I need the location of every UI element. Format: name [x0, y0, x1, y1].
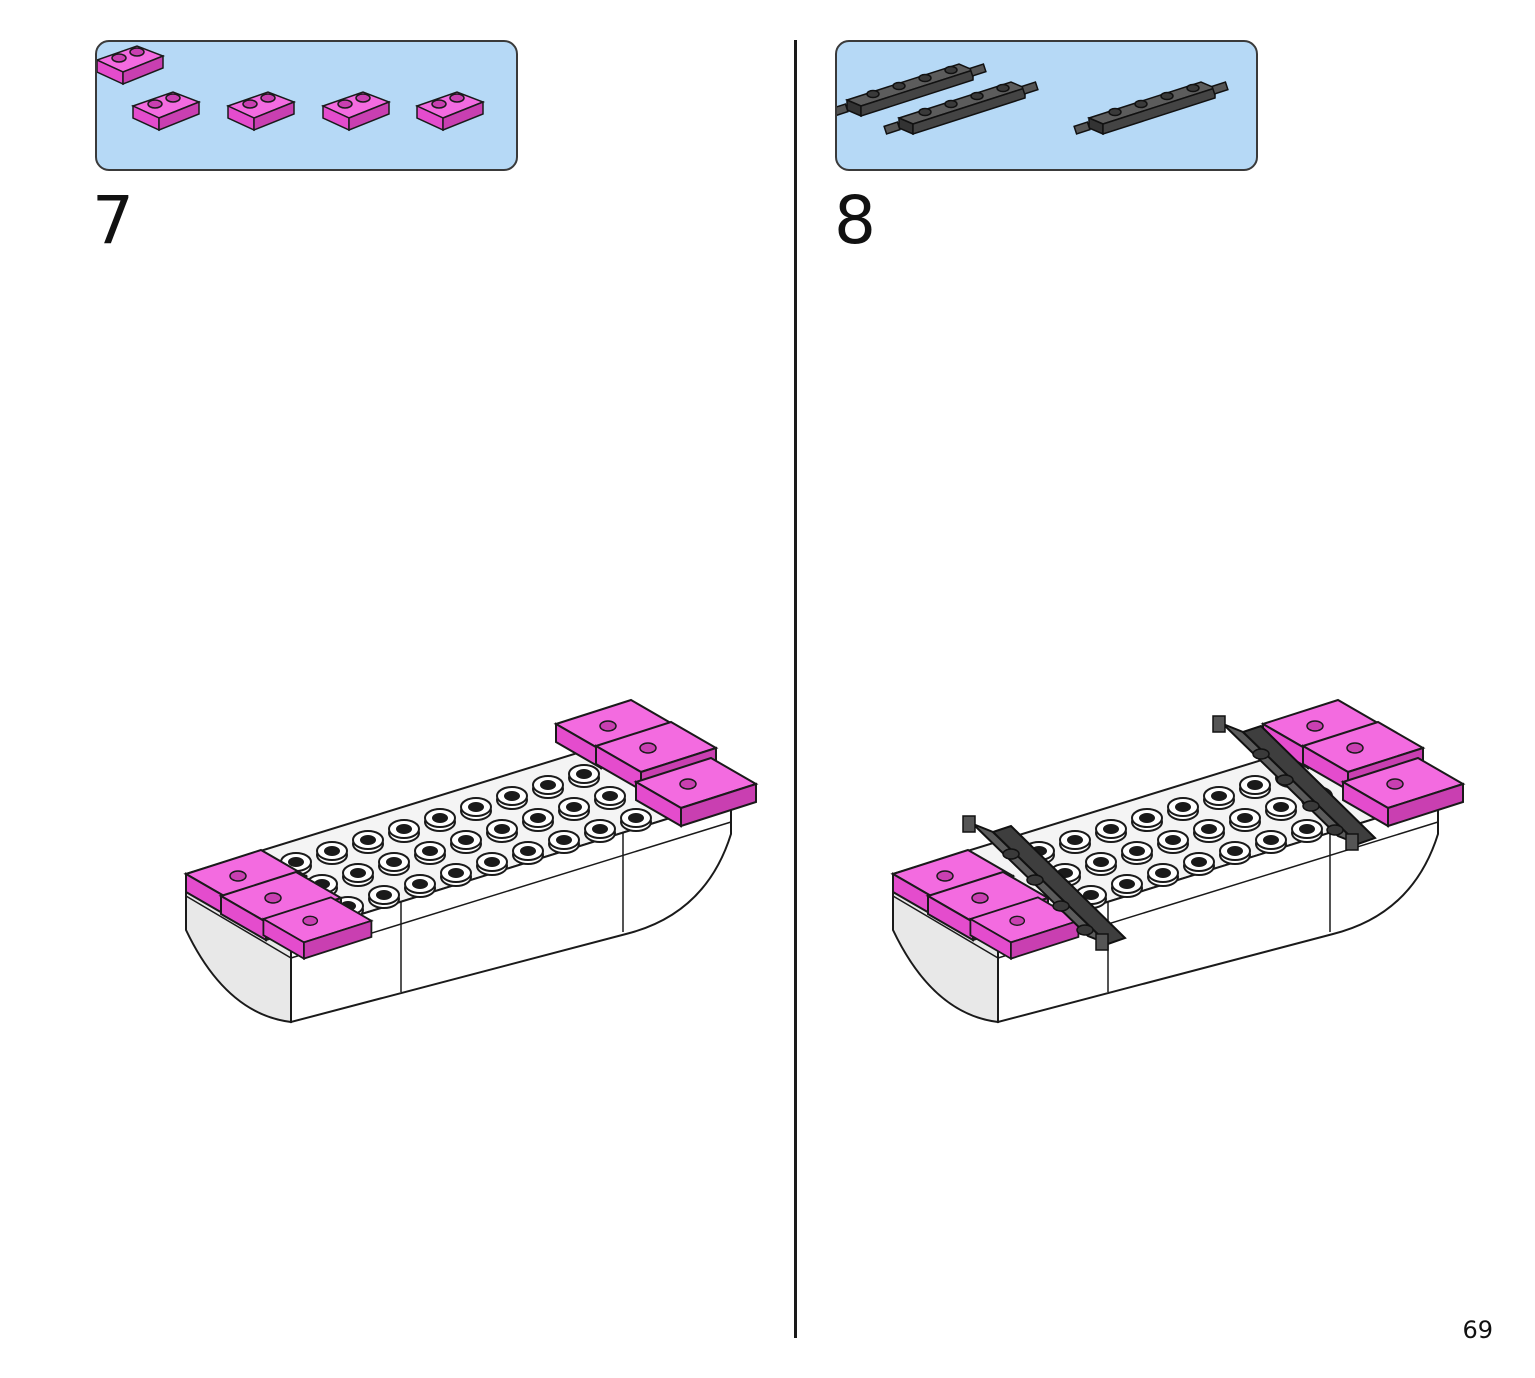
- step-8-number: 8: [834, 182, 876, 259]
- page-divider: [794, 40, 797, 1338]
- step-7-model: [185, 699, 757, 1023]
- step-8-parts-callout: [835, 40, 1258, 171]
- step-8-model: [892, 699, 1464, 1023]
- step-8-parts: [837, 63, 1229, 135]
- step-7-parts-callout: [95, 40, 518, 171]
- axle-holder-plate-left: [962, 815, 1127, 951]
- axle-holder-plate-right: [1212, 715, 1377, 851]
- step-7-number: 7: [92, 182, 134, 259]
- step-7-parts: [97, 45, 484, 131]
- page-number: 69: [1462, 1316, 1493, 1344]
